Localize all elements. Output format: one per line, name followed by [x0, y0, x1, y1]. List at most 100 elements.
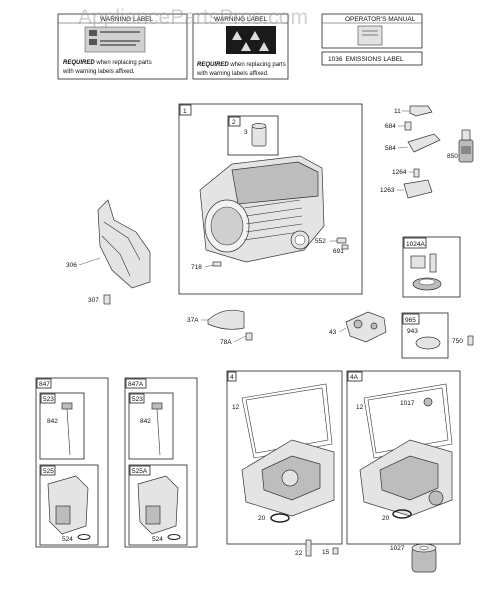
breather-tube	[409, 105, 433, 117]
group-box-1024A: 1024A	[402, 236, 461, 298]
breather-cover	[407, 133, 441, 153]
group-number-1024A: 1024A	[406, 241, 425, 248]
part-number-750: 750	[452, 338, 463, 345]
group-number-523-b: 523	[132, 396, 143, 403]
part-number-718: 718	[191, 264, 202, 271]
dipstick-b	[156, 408, 161, 456]
group-number-525A: 525A	[132, 468, 148, 475]
part-number-12-right: 12	[356, 404, 364, 411]
emissions-label-number: 1036	[328, 56, 343, 63]
cylinder-baffle	[97, 199, 151, 289]
part-number-584: 584	[385, 145, 396, 152]
gasket-12	[241, 383, 333, 459]
dowel-718	[212, 261, 222, 267]
part-number-307: 307	[88, 297, 99, 304]
group-number-965: 965	[405, 317, 416, 324]
group-box-847A: 847A 523 842 525A 524	[124, 377, 198, 548]
screw-750	[467, 335, 474, 346]
group-number-1: 1	[183, 108, 187, 115]
sealant-tube	[458, 129, 474, 163]
dipstick-tube-525A	[137, 475, 179, 535]
dowel-pin	[336, 237, 347, 244]
group-number-523: 523	[43, 396, 54, 403]
group-box-847: 847 523 842 525 524	[35, 377, 109, 548]
emissions-label-title: EMISSIONS LABEL	[345, 56, 404, 63]
required-bold: REQUIRED	[63, 60, 95, 66]
part-number-943: 943	[407, 328, 418, 335]
cylinder-sleeve	[251, 125, 267, 147]
part-number-37A: 37A	[187, 317, 199, 324]
washer-15	[332, 547, 339, 555]
required-text: when replacing parts	[229, 62, 286, 68]
part-number-552: 552	[315, 238, 326, 245]
part-number-842: 842	[47, 418, 58, 425]
part-number-306: 306	[66, 262, 77, 269]
part-number-11: 11	[394, 108, 401, 115]
part-number-3: 3	[244, 129, 248, 136]
bolt-22	[305, 539, 312, 557]
oil-seal-943	[415, 336, 441, 350]
o-ring-20	[270, 513, 290, 523]
group-number-847A: 847A	[128, 381, 144, 388]
part-number-524: 524	[62, 536, 73, 543]
group-number-4: 4	[230, 374, 234, 381]
required-text: when replacing parts	[95, 60, 152, 66]
part-number-22: 22	[295, 550, 303, 557]
o-ring-20b	[392, 509, 412, 519]
part-number-684: 684	[385, 123, 396, 130]
oil-sensor-1017	[423, 397, 433, 407]
screw-1264	[413, 168, 420, 178]
group-number-525: 525	[43, 468, 54, 475]
screw-684	[404, 121, 412, 131]
part-number-691: 691	[333, 248, 344, 255]
part-number-15: 15	[322, 549, 330, 556]
part-number-1264: 1264	[392, 169, 407, 176]
cylinder-block	[199, 155, 325, 263]
group-box-1: 1	[178, 103, 363, 295]
dipstick-cap-b	[151, 402, 163, 410]
svg-text:REQUIRED when replacing parts: REQUIRED when replacing parts	[197, 62, 286, 68]
part-number-1017: 1017	[400, 400, 415, 407]
warning-label-title: WARNING LABEL	[214, 16, 268, 23]
dipstick-cap	[61, 402, 73, 410]
o-ring-524	[77, 534, 91, 540]
part-number-1263: 1263	[380, 187, 395, 194]
part-number-20-right: 20	[382, 515, 390, 522]
oil-filter-1027	[411, 543, 437, 573]
part-number-20-left: 20	[258, 515, 266, 522]
governor-gear-part	[410, 255, 426, 269]
air-guide-37A	[207, 309, 245, 330]
part-number-78A: 78A	[220, 339, 232, 346]
watermark: AppliancePartsPros.com	[78, 6, 308, 29]
dipstick-tube-525	[47, 475, 89, 535]
part-number-12-left: 12	[232, 404, 240, 411]
governor-assembly-43	[345, 311, 387, 343]
svg-text:REQUIRED when replacing parts: REQUIRED when replacing parts	[63, 60, 152, 66]
dipstick	[66, 408, 71, 456]
warning-label-box-2: WARNING LABEL REQUIRED when replacing pa…	[192, 13, 289, 80]
owners-manual-title: OPERATOR'S MANUAL	[345, 16, 416, 23]
group-number-4A: 4A	[350, 374, 359, 381]
group-box-965: 965 943	[401, 312, 449, 359]
part-number-1027: 1027	[390, 545, 405, 552]
group-number-2: 2	[232, 119, 236, 126]
governor-shaft	[429, 253, 437, 273]
o-ring-524b	[167, 534, 181, 540]
part-number-43: 43	[329, 329, 337, 336]
required-text-line2: with warning labels affixed.	[62, 69, 135, 75]
screw-307	[103, 294, 111, 305]
group-box-4A: 4A 12 1017 20	[346, 370, 461, 545]
part-number-850: 850	[447, 153, 458, 160]
group-number-847: 847	[39, 381, 50, 388]
warning-label-title: WARNING LABEL	[100, 16, 154, 23]
manual-book-icon	[357, 25, 383, 46]
group-box-4: 4 12 20	[226, 370, 343, 545]
part-number-524-b: 524	[152, 536, 163, 543]
part-number-842-b: 842	[140, 418, 151, 425]
dowel-pin-small	[341, 244, 349, 250]
required-bold: REQUIRED	[197, 62, 229, 68]
warning-label-box-1: WARNING LABEL REQUIRED when replacing pa…	[57, 13, 188, 80]
required-text-line2: with warning labels affixed.	[196, 71, 269, 77]
